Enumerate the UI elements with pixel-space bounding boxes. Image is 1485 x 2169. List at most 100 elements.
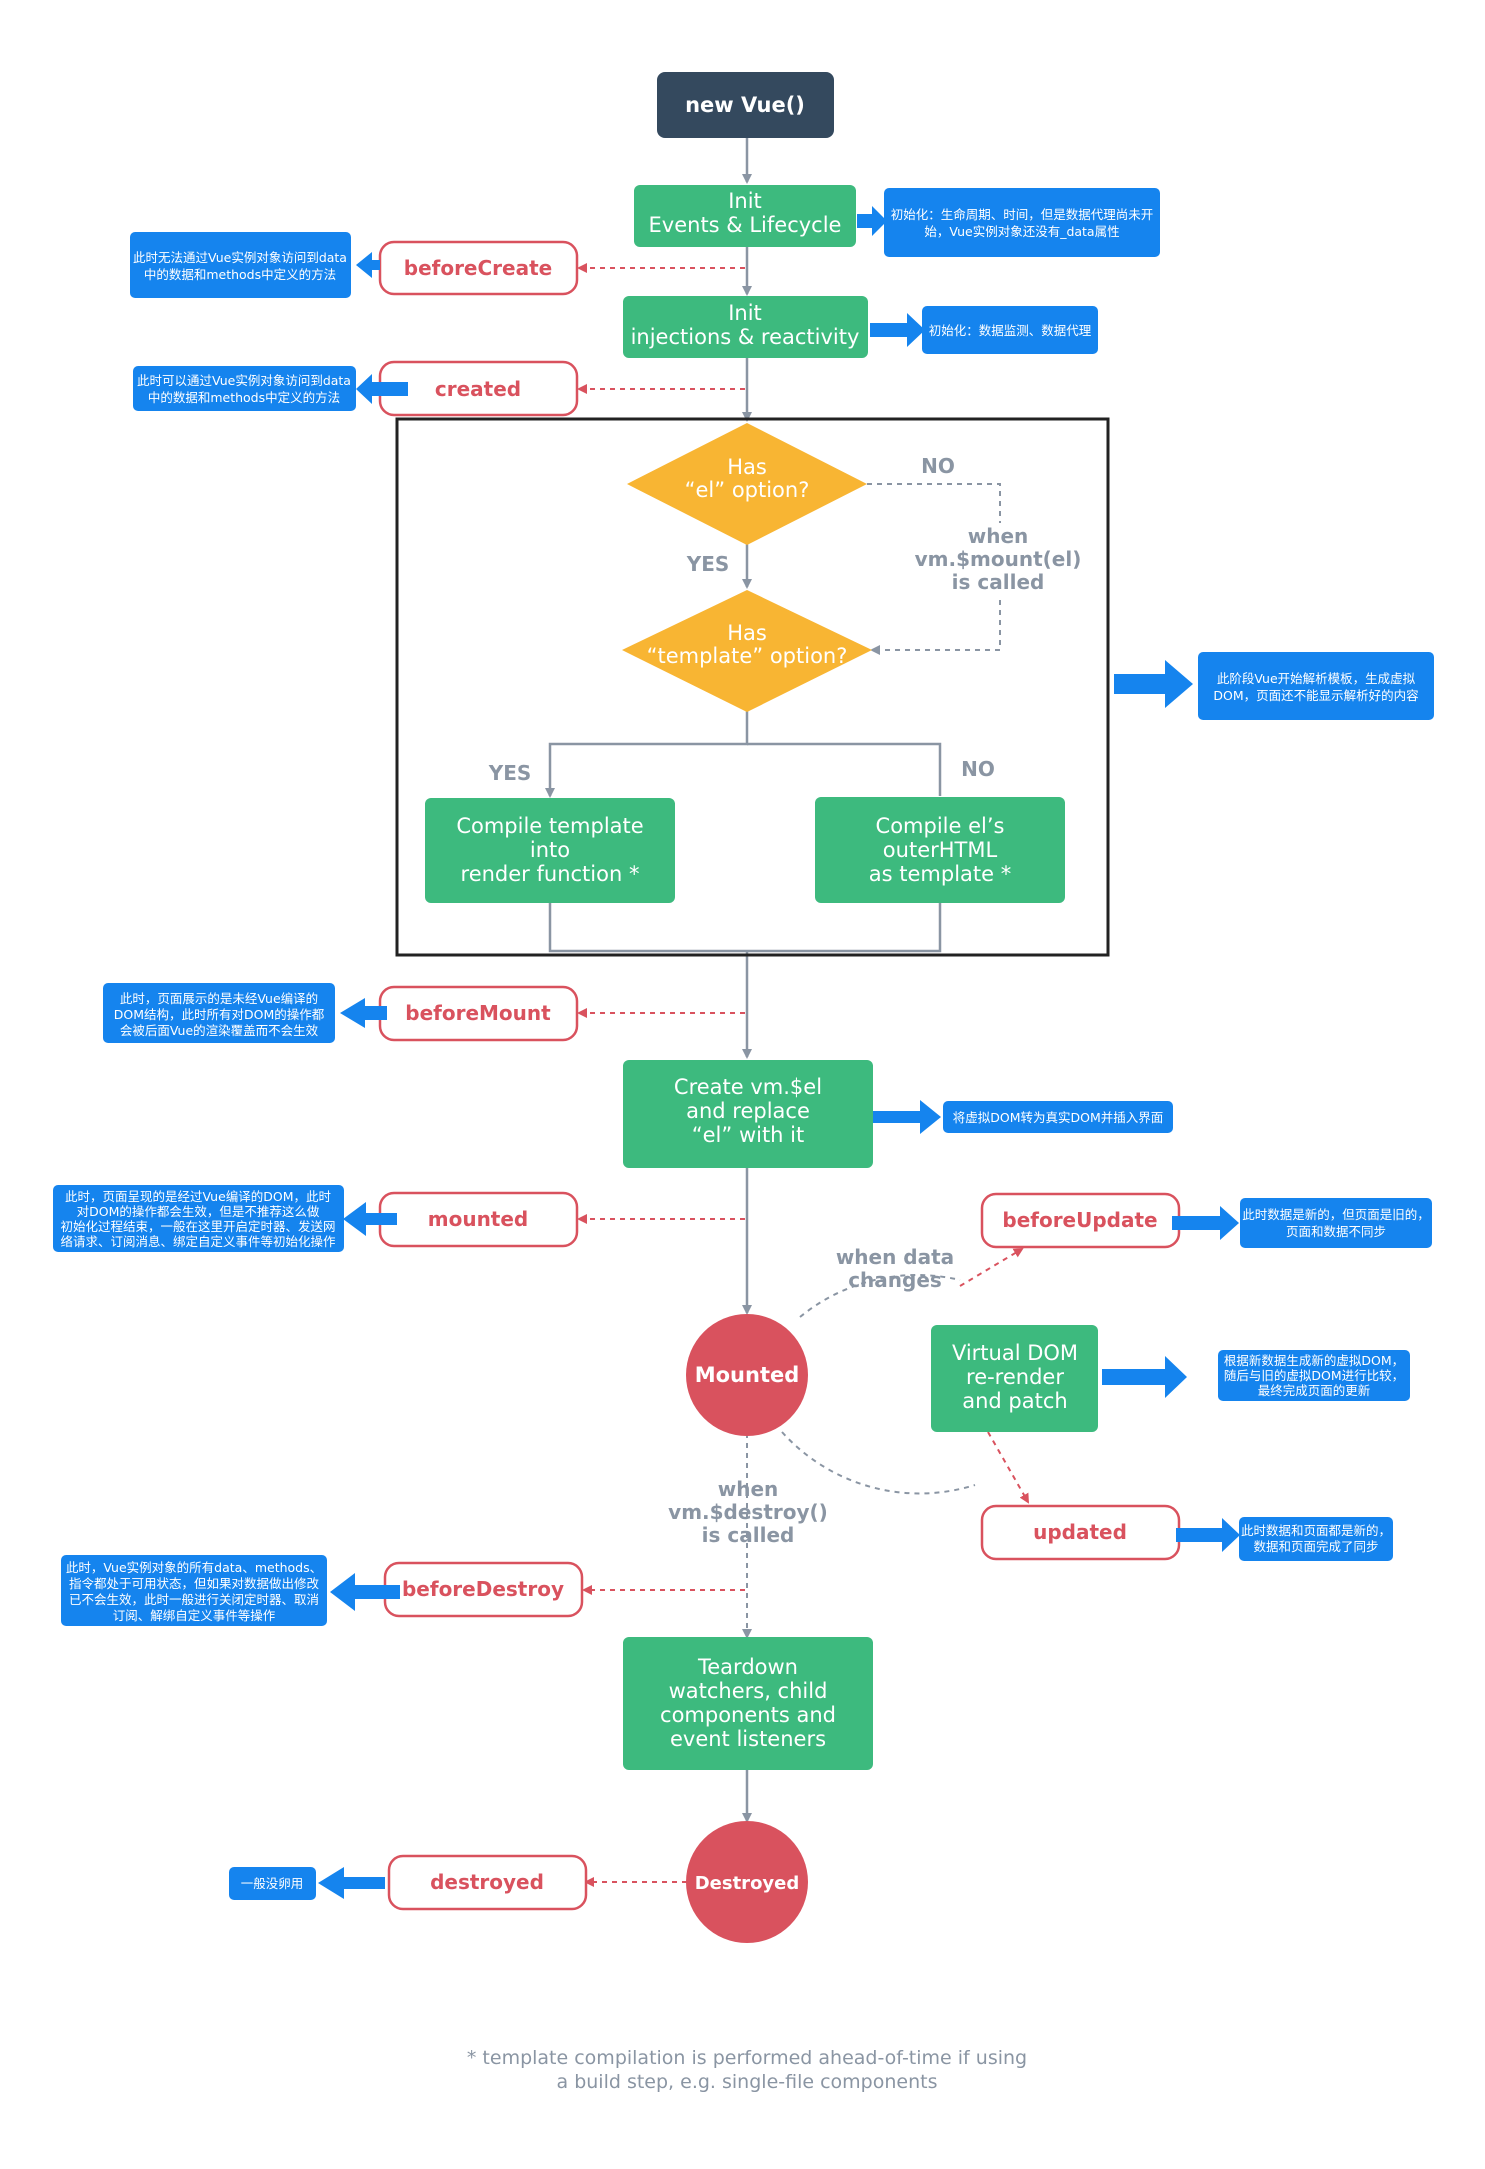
svg-text:对DOM的操作都会生效，但是不推荐这么做: 对DOM的操作都会生效，但是不推荐这么做 — [77, 1204, 320, 1219]
svg-text:“template” option?: “template” option? — [647, 644, 848, 668]
node-create-el: Create vm.$el and replace “el” with it — [623, 1060, 873, 1168]
decision-has-template: Has “template” option? — [622, 590, 872, 712]
svg-text:mounted: mounted — [428, 1207, 529, 1231]
node-compile-el: Compile el’s outerHTML as template * — [815, 797, 1065, 903]
svg-text:event listeners: event listeners — [670, 1727, 826, 1751]
svg-text:updated: updated — [1033, 1520, 1127, 1544]
svg-text:此时，页面呈现的是经过Vue编译的DOM，此时: 此时，页面呈现的是经过Vue编译的DOM，此时 — [65, 1189, 332, 1204]
svg-text:络请求、订阅消息、绑定自定义事件等初始化操作: 络请求、订阅消息、绑定自定义事件等初始化操作 — [60, 1234, 336, 1249]
node-virtual-dom: Virtual DOM re-render and patch — [931, 1325, 1098, 1432]
svg-text:components and: components and — [660, 1703, 836, 1727]
svg-text:页面和数据不同步: 页面和数据不同步 — [1286, 1224, 1386, 1239]
svg-text:watchers, child: watchers, child — [669, 1679, 828, 1703]
svg-text:Mounted: Mounted — [695, 1363, 800, 1387]
svg-text:DOM结构，此时所有对DOM的操作都: DOM结构，此时所有对DOM的操作都 — [114, 1007, 325, 1022]
node-compile-template: Compile template into render function * — [425, 798, 675, 903]
svg-text:vm.$destroy(): vm.$destroy() — [668, 1500, 828, 1524]
footnote: * template compilation is performed ahea… — [467, 2047, 1027, 2093]
hook-connectors — [577, 263, 745, 1887]
svg-text:Init: Init — [728, 301, 762, 325]
svg-text:已不会生效，此时一般进行关闭定时器、取消: 已不会生效，此时一般进行关闭定时器、取消 — [69, 1592, 319, 1607]
note-created: 此时可以通过Vue实例对象访问到data 中的数据和methods中定义的方法 — [133, 366, 356, 411]
new-vue-label: new Vue() — [685, 93, 805, 117]
svg-text:Virtual DOM: Virtual DOM — [952, 1341, 1078, 1365]
note-before-destroy: 此时，Vue实例对象的所有data、methods、 指令都处于可用状态，但如果… — [61, 1555, 327, 1626]
hook-before-update: beforeUpdate — [980, 1192, 1181, 1249]
annotation-arrows — [318, 206, 1240, 1899]
state-mounted: Mounted — [686, 1314, 808, 1436]
hook-before-create: beforeCreate — [378, 240, 579, 296]
note-before-create: 此时无法通过Vue实例对象访问到data 中的数据和methods中定义的方法 — [130, 232, 351, 298]
svg-text:此时，Vue实例对象的所有data、methods、: 此时，Vue实例对象的所有data、methods、 — [66, 1560, 322, 1575]
note-before-update: 此时数据是新的，但页面是旧的， 页面和数据不同步 — [1240, 1198, 1432, 1248]
svg-text:“el” with it: “el” with it — [692, 1123, 805, 1147]
svg-text:Create vm.$el: Create vm.$el — [674, 1075, 822, 1099]
label-no-template: NO — [961, 757, 995, 781]
svg-text:最终完成页面的更新: 最终完成页面的更新 — [1258, 1383, 1371, 1398]
svg-text:会被后面Vue的渲染覆盖而不会生效: 会被后面Vue的渲染覆盖而不会生效 — [120, 1023, 319, 1038]
label-no-el: NO — [921, 454, 955, 478]
svg-text:将虚拟DOM转为真实DOM并插入界面: 将虚拟DOM转为真实DOM并插入界面 — [953, 1110, 1164, 1125]
svg-text:订阅、解绑自定义事件等操作: 订阅、解绑自定义事件等操作 — [113, 1608, 276, 1623]
label-yes-template: YES — [488, 761, 532, 785]
svg-text:re-render: re-render — [966, 1365, 1064, 1389]
svg-text:and patch: and patch — [962, 1389, 1067, 1413]
svg-text:DOM，页面还不能显示解析好的内容: DOM，页面还不能显示解析好的内容 — [1213, 688, 1418, 703]
svg-text:数据和页面完成了同步: 数据和页面完成了同步 — [1253, 1539, 1378, 1554]
node-teardown: Teardown watchers, child components and … — [623, 1637, 873, 1770]
svg-text:* template compilation is perf: * template compilation is performed ahea… — [467, 2047, 1027, 2069]
svg-text:is called: is called — [952, 570, 1045, 594]
svg-text:Destroyed: Destroyed — [695, 1873, 800, 1894]
note-destroyed: 一般没卵用 — [229, 1867, 316, 1900]
note-init-events: 初始化：生命周期、时间，但是数据代理尚未开 始，Vue实例对象还没有_data属… — [884, 188, 1160, 257]
svg-text:as template *: as template * — [869, 862, 1011, 886]
svg-text:Init: Init — [728, 189, 762, 213]
svg-text:始，Vue实例对象还没有_data属性: 始，Vue实例对象还没有_data属性 — [924, 224, 1119, 239]
svg-text:when: when — [968, 524, 1029, 548]
svg-text:此时可以通过Vue实例对象访问到data: 此时可以通过Vue实例对象访问到data — [137, 373, 351, 388]
svg-text:vm.$mount(el): vm.$mount(el) — [915, 547, 1082, 571]
note-create-el: 将虚拟DOM转为真实DOM并插入界面 — [943, 1101, 1173, 1133]
svg-text:此时，页面展示的是未经Vue编译的: 此时，页面展示的是未经Vue编译的 — [120, 991, 318, 1006]
hook-updated: updated — [980, 1504, 1181, 1561]
hook-before-destroy: beforeDestroy — [383, 1561, 584, 1618]
node-init-events: Init Events & Lifecycle — [634, 185, 856, 247]
svg-text:beforeDestroy: beforeDestroy — [402, 1577, 564, 1601]
hook-destroyed: destroyed — [387, 1854, 588, 1911]
svg-text:beforeUpdate: beforeUpdate — [1002, 1208, 1157, 1232]
svg-text:is called: is called — [702, 1523, 795, 1547]
main-connectors — [545, 137, 1029, 1823]
label-yes-el: YES — [686, 552, 730, 576]
flow-labels: NO YES when vm.$mount(el) is called YES … — [488, 454, 1082, 1547]
note-virtual-dom: 根据新数据生成新的虚拟DOM， 随后与旧的虚拟DOM进行比较， 最终完成页面的更… — [1218, 1350, 1410, 1401]
svg-text:初始化：生命周期、时间，但是数据代理尚未开: 初始化：生命周期、时间，但是数据代理尚未开 — [891, 207, 1154, 222]
svg-text:随后与旧的虚拟DOM进行比较，: 随后与旧的虚拟DOM进行比较， — [1224, 1368, 1404, 1383]
svg-text:此时数据是新的，但页面是旧的，: 此时数据是新的，但页面是旧的， — [1242, 1207, 1430, 1222]
svg-text:此阶段Vue开始解析模板，生成虚拟: 此阶段Vue开始解析模板，生成虚拟 — [1217, 671, 1416, 686]
svg-text:中的数据和methods中定义的方法: 中的数据和methods中定义的方法 — [144, 267, 336, 282]
svg-text:injections & reactivity: injections & reactivity — [631, 325, 860, 349]
compile-frame — [395, 417, 1110, 957]
svg-text:when data: when data — [836, 1245, 954, 1269]
svg-text:指令都处于可用状态，但如果对数据做出修改: 指令都处于可用状态，但如果对数据做出修改 — [69, 1576, 320, 1591]
note-init-injections: 初始化：数据监测、数据代理 — [922, 306, 1098, 354]
svg-text:中的数据和methods中定义的方法: 中的数据和methods中定义的方法 — [148, 390, 340, 405]
svg-text:Compile el’s: Compile el’s — [876, 814, 1005, 838]
note-compile: 此阶段Vue开始解析模板，生成虚拟 DOM，页面还不能显示解析好的内容 — [1198, 652, 1434, 720]
hook-created: created — [378, 360, 579, 417]
svg-text:outerHTML: outerHTML — [883, 838, 998, 862]
svg-text:初始化过程结束，一般在这里开启定时器、发送网: 初始化过程结束，一般在这里开启定时器、发送网 — [60, 1219, 335, 1234]
note-updated: 此时数据和页面都是新的， 数据和页面完成了同步 — [1239, 1517, 1393, 1561]
svg-text:created: created — [435, 377, 521, 401]
note-mounted: 此时，页面呈现的是经过Vue编译的DOM，此时 对DOM的操作都会生效，但是不推… — [53, 1185, 344, 1252]
hook-mounted: mounted — [378, 1191, 579, 1248]
svg-text:Events & Lifecycle: Events & Lifecycle — [649, 213, 842, 237]
state-destroyed: Destroyed — [686, 1821, 808, 1943]
svg-text:render function *: render function * — [461, 862, 640, 886]
node-new-vue: new Vue() — [657, 72, 834, 138]
svg-text:into: into — [530, 838, 570, 862]
node-init-injections: Init injections & reactivity — [623, 296, 868, 358]
svg-text:a build step, e.g. single-file: a build step, e.g. single-file component… — [557, 2071, 938, 2093]
svg-text:此时数据和页面都是新的，: 此时数据和页面都是新的， — [1241, 1523, 1391, 1538]
